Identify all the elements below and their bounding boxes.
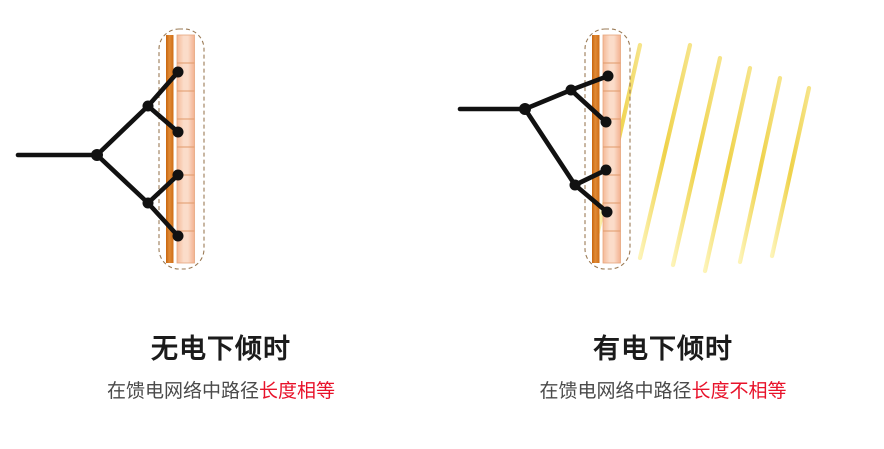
panel-right-subtitle: 在馈电网络中路径长度不相等 [442, 381, 884, 403]
feed-node-upper [142, 100, 154, 112]
panel-right-subtitle-accent: 长度不相等 [691, 381, 787, 402]
feed-leaf-2 [145, 103, 181, 135]
panel-right-title: 有电下倾时 [593, 334, 733, 364]
array-element-column [602, 34, 621, 264]
array-reflector-bar [166, 35, 174, 263]
array-segment-dividers [603, 62, 621, 232]
feed-branch-lower [522, 106, 578, 188]
feed-leaf-3 [145, 172, 181, 206]
feed-branch-lower [94, 152, 151, 206]
panel-electrical-downtilt: 有电下倾时 在馈电网络中路径长度不相等 [442, 0, 884, 449]
figure-no-downtilt [0, 0, 442, 310]
panel-right-subtitle-prefix: 在馈电网络中路径 [539, 381, 692, 402]
feed-nodes-left [91, 66, 184, 242]
figure-svg-left [15, 28, 327, 270]
array-dashed-outline [158, 28, 205, 270]
array-dashed-outline [584, 28, 631, 270]
feed-nodes-right [519, 70, 614, 218]
feed-network-left [15, 69, 181, 239]
feed-element-dot-3 [600, 164, 612, 176]
figure-svg-right [457, 28, 812, 274]
feed-element-dot-2 [600, 116, 612, 128]
feed-element-dot-3 [172, 169, 184, 181]
panel-left-subtitle-prefix: 在馈电网络中路径 [106, 381, 259, 402]
feed-leaf-1 [568, 73, 611, 93]
feed-leaf-4 [572, 182, 610, 215]
feed-element-dot-4 [172, 230, 184, 242]
feed-branch-upper [94, 103, 151, 158]
feed-network-right [457, 73, 611, 215]
feed-leaf-2 [568, 87, 609, 125]
feed-node-root [91, 149, 103, 161]
array-element-column [176, 34, 195, 264]
feed-element-dot-1 [172, 66, 184, 78]
feed-element-dot-2 [172, 126, 184, 138]
panel-left-title: 无电下倾时 [151, 334, 291, 364]
panel-left-subtitle: 在馈电网络中路径长度相等 [0, 381, 442, 403]
wavefront-lines-right [594, 42, 812, 274]
feed-node-lower [569, 179, 581, 191]
feed-node-upper [565, 84, 577, 96]
feed-node-root [519, 103, 531, 115]
feed-element-dot-1 [602, 70, 614, 82]
feed-branch-upper [522, 87, 574, 112]
feed-node-lower [142, 197, 154, 209]
antenna-array-right [584, 28, 631, 270]
feed-leaf-3 [572, 167, 609, 188]
panel-no-electrical-downtilt: 无电下倾时 在馈电网络中路径长度相等 [0, 0, 442, 403]
feed-element-dot-4 [601, 206, 613, 218]
array-reflector-bar [592, 35, 600, 263]
panel-left-subtitle-accent: 长度相等 [259, 381, 336, 402]
feed-leaf-4 [145, 200, 181, 239]
wavefront-lines-left [224, 32, 327, 268]
feed-leaf-1 [145, 69, 181, 109]
figure-downtilt [442, 0, 884, 310]
